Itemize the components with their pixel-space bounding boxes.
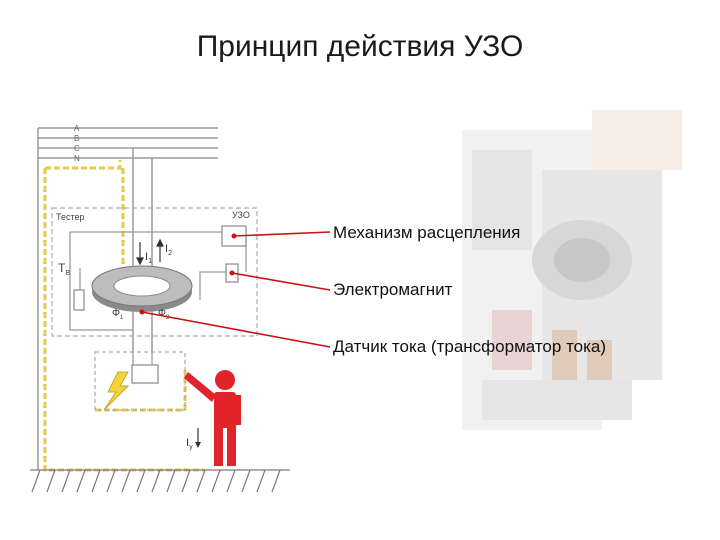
phi1-label: Φ1 (112, 308, 124, 321)
current-arrows (136, 238, 164, 266)
test-resistor (73, 289, 85, 311)
person-icon (184, 370, 241, 466)
callout-leaders (141, 231, 331, 348)
load-box (94, 351, 186, 411)
callout-trip-mechanism: Механизм расцепления (333, 223, 521, 242)
leak-current-label: Iу (186, 437, 193, 451)
callout-electromagnet: Электромагнит (333, 280, 453, 299)
callout-current-sensor: Датчик тока (трансформатор тока) (333, 337, 607, 356)
phi2-label: Φ2 (158, 308, 170, 321)
tester-box (51, 207, 258, 337)
bus-labels: A B C N (74, 124, 80, 163)
line-c-label: C (74, 144, 80, 153)
i2-label: I2 (165, 243, 172, 257)
i1-label: I1 (145, 251, 152, 265)
line-a-label: A (74, 124, 80, 133)
current-transformer-ring (91, 265, 193, 315)
line-n-label: N (74, 154, 80, 163)
pe-conductor (43, 160, 205, 472)
test-button-label: ТВ (58, 261, 70, 277)
rcd-device-photo (462, 110, 682, 430)
rcd-label: УЗО (232, 210, 250, 220)
tester-label: Тестер (56, 212, 85, 222)
line-b-label: B (74, 134, 79, 143)
load-element (131, 364, 159, 384)
ground-hatch (30, 469, 290, 493)
bus-lines (37, 127, 218, 470)
slide-title: Принцип действия УЗО (196, 30, 524, 63)
fault-lightning-icon (103, 371, 130, 411)
